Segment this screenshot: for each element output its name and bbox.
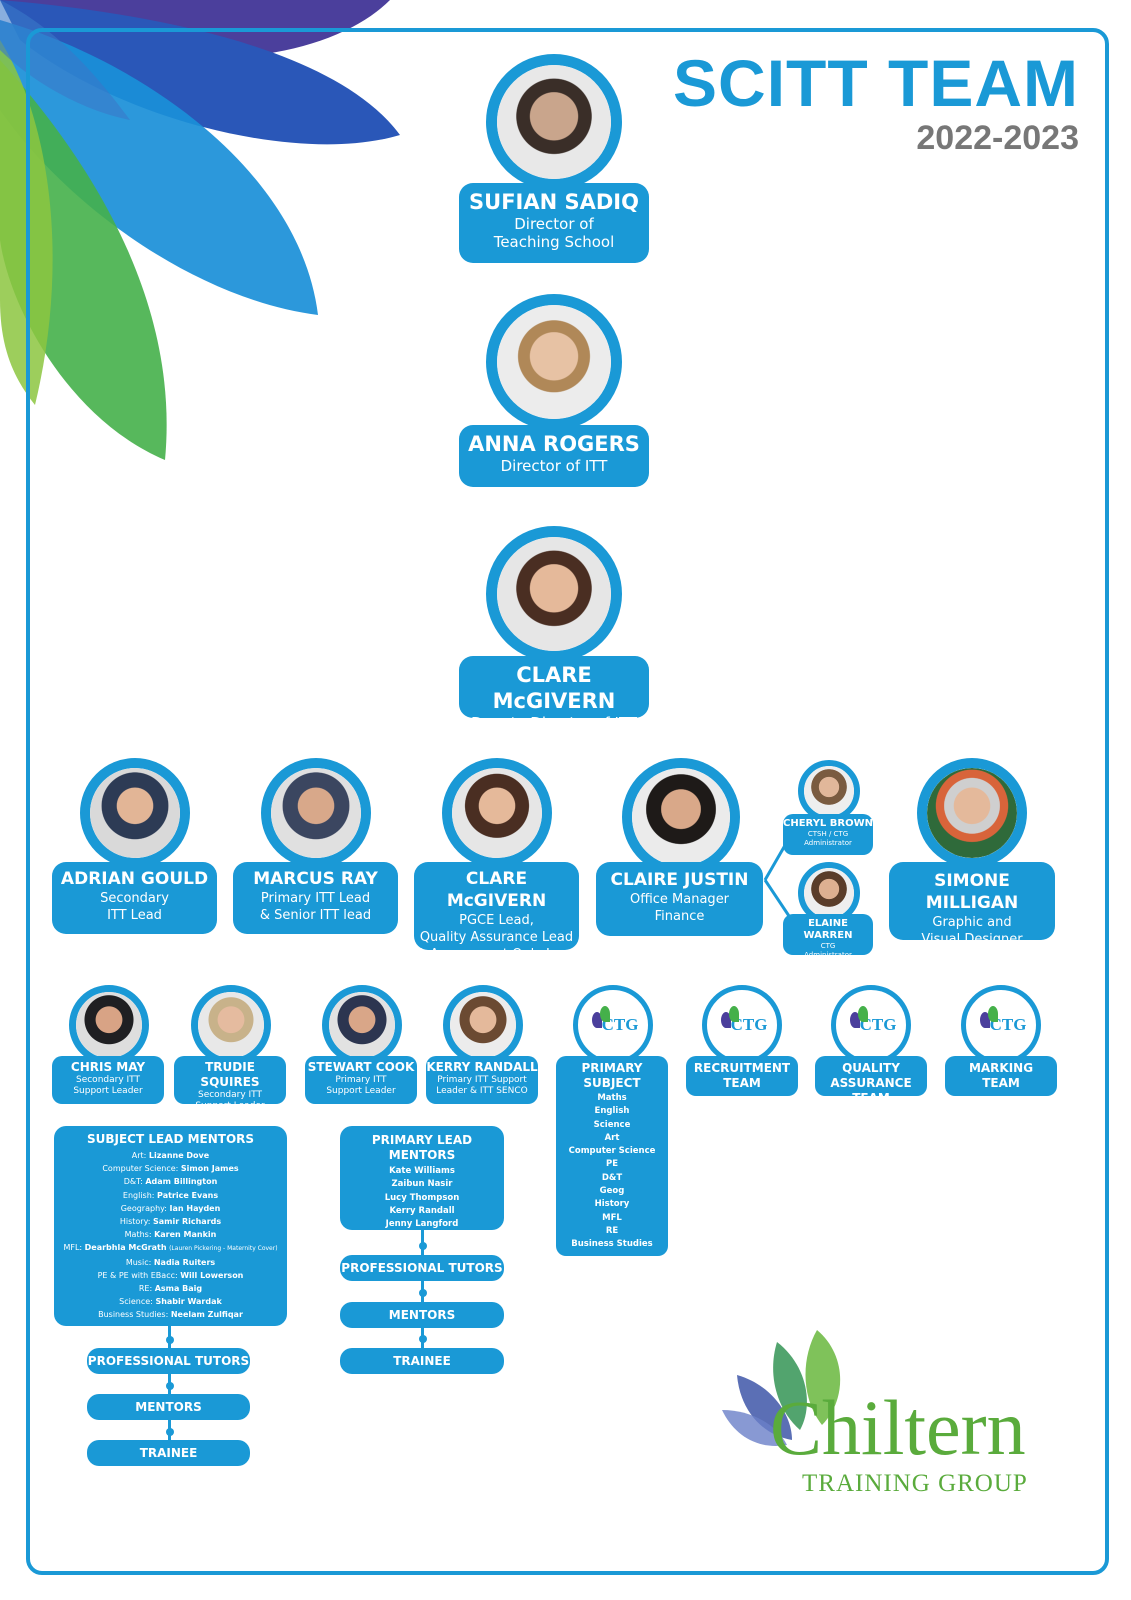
primary-chain-professional-tutors: PROFESSIONAL TUTORS xyxy=(340,1255,504,1281)
lead-label-clare-mcgivern: CLARE McGIVERN PGCE Lead, Quality Assura… xyxy=(414,862,579,962)
ctg-logo-recruitment: CTG xyxy=(702,985,782,1065)
subject-lead-mentors-box: SUBJECT LEAD MENTORS Art: Lizanne Dove C… xyxy=(54,1126,287,1326)
lead-photo-marcus-ray xyxy=(261,758,371,868)
mentor-line: Science: Shabir Wardak xyxy=(119,1297,222,1307)
ctg-logo-text: CTG xyxy=(601,1015,639,1034)
lead-label-marcus-ray: MARCUS RAY Primary ITT Lead & Senior ITT… xyxy=(233,862,398,934)
page-frame xyxy=(26,28,1109,1575)
ctg-logo-text: CTG xyxy=(859,1015,897,1034)
support-label-trudie-squires: TRUDIE SQUIRES Secondary ITT Support Lea… xyxy=(174,1056,286,1111)
connector-dot xyxy=(166,1428,174,1436)
mentor-line: Music: Nadia Ruiters xyxy=(125,1257,216,1267)
mentor-line: Geography: Ian Hayden xyxy=(120,1203,221,1213)
chiltern-leaves-icon xyxy=(722,1330,841,1446)
director-label-anna-rogers: ANNA ROGERS Director of ITT xyxy=(459,425,649,487)
admin-photo-cheryl-brown xyxy=(798,760,860,822)
subject-chain-professional-tutors: PROFESSIONAL TUTORS xyxy=(87,1348,250,1374)
lead-label-claire-justin: CLAIRE JUSTIN Office Manager Finance xyxy=(596,862,763,936)
page-title: SCITT TEAM xyxy=(673,46,1079,120)
director-label-clare-mcgivern: CLARE McGIVERN Deputy Director of ITT xyxy=(459,656,649,732)
support-photo-trudie-squires xyxy=(191,985,271,1065)
lead-label-simone-milligan: SIMONE MILLIGAN Graphic and Visual Desig… xyxy=(889,862,1055,947)
mentor-line: Business Studies: Neelam Zulfiqar xyxy=(98,1310,243,1320)
director-label-sufian-sadiq: SUFIAN SADIQ Director of Teaching School xyxy=(459,183,649,263)
primary-chain-trainee: TRAINEE xyxy=(340,1348,504,1374)
brand-name: Chiltern xyxy=(770,1384,1026,1471)
mentor-line: Computer Science: Simon James xyxy=(102,1164,239,1174)
lead-photo-clare-mcgivern xyxy=(442,758,552,868)
connector-dot xyxy=(419,1335,427,1343)
team-label-marking: MARKING TEAM xyxy=(945,1056,1057,1096)
director-photo-anna-rogers xyxy=(486,294,622,430)
lead-label-adrian-gould: ADRIAN GOULD Secondary ITT Lead xyxy=(52,862,217,934)
mentor-line: RE: Asma Baig xyxy=(138,1284,203,1294)
team-label-recruitment: RECRUITMENT TEAM xyxy=(686,1056,798,1096)
decorative-petals xyxy=(0,0,400,460)
admin-label-elaine-warren: ELAINE WARREN CTG Administrator xyxy=(783,914,873,959)
connector-dot xyxy=(166,1336,174,1344)
subject-chain-trainee: TRAINEE xyxy=(87,1440,250,1466)
mentor-line: Art: Lizanne Dove xyxy=(131,1151,210,1160)
support-photo-stewart-cook xyxy=(322,985,402,1065)
mentor-line: English: Patrice Evans xyxy=(122,1190,219,1200)
header: SCITT TEAM 2022-2023 xyxy=(673,50,1079,158)
support-label-chris-may: CHRIS MAY Secondary ITT Support Leader xyxy=(52,1056,164,1104)
mentor-line: MFL: Dearbhla McGrath (Lauren Pickering … xyxy=(63,1243,278,1253)
page-year: 2022-2023 xyxy=(916,119,1079,157)
team-label-quality-assurance: QUALITY ASSURANCE TEAM xyxy=(815,1056,927,1105)
mentor-line: History: Samir Richards xyxy=(119,1217,222,1227)
subject-chain-mentors: MENTORS xyxy=(87,1394,250,1420)
ctg-logo-quality-assurance: CTG xyxy=(831,985,911,1065)
support-photo-chris-may xyxy=(69,985,149,1065)
team-label-primary-subject-experts: PRIMARY SUBJECT EXPERTS xyxy=(556,1056,668,1105)
chiltern-logo: Chiltern TRAINING GROUP xyxy=(722,1330,1052,1510)
lead-photo-adrian-gould xyxy=(80,758,190,868)
primary-chain-mentors: MENTORS xyxy=(340,1302,504,1328)
connector-dot xyxy=(166,1382,174,1390)
support-photo-kerry-randall xyxy=(443,985,523,1065)
primary-subject-experts-list: Maths English Science Art Computer Scien… xyxy=(556,1090,668,1256)
ctg-logo-text: CTG xyxy=(989,1015,1027,1034)
brand-subtitle: TRAINING GROUP xyxy=(802,1470,1028,1497)
lead-photo-simone-milligan xyxy=(917,758,1027,868)
ctg-logo-text: CTG xyxy=(730,1015,768,1034)
connector-dot xyxy=(419,1289,427,1297)
ctg-logo-marking: CTG xyxy=(961,985,1041,1065)
support-label-kerry-randall: KERRY RANDALL Primary ITT Support Leader… xyxy=(426,1056,538,1104)
mentor-line: PE & PE with EBacc: Will Lowerson xyxy=(97,1270,244,1280)
mentor-line: D&T: Adam Billington xyxy=(123,1177,218,1187)
director-photo-sufian-sadiq xyxy=(486,54,622,190)
support-label-stewart-cook: STEWART COOK Primary ITT Support Leader xyxy=(305,1056,417,1104)
admin-label-cheryl-brown: CHERYL BROWN CTSH / CTG Administrator xyxy=(783,814,873,855)
connector-dot xyxy=(419,1242,427,1250)
mentor-line: Maths: Karen Mankin xyxy=(124,1230,217,1240)
lead-photo-claire-justin xyxy=(622,758,740,876)
primary-lead-mentors-box: PRIMARY LEAD MENTORS Kate Williams Zaibu… xyxy=(340,1126,504,1242)
director-photo-clare-mcgivern xyxy=(486,526,622,662)
ctg-logo-primary-experts: CTG xyxy=(573,985,653,1065)
